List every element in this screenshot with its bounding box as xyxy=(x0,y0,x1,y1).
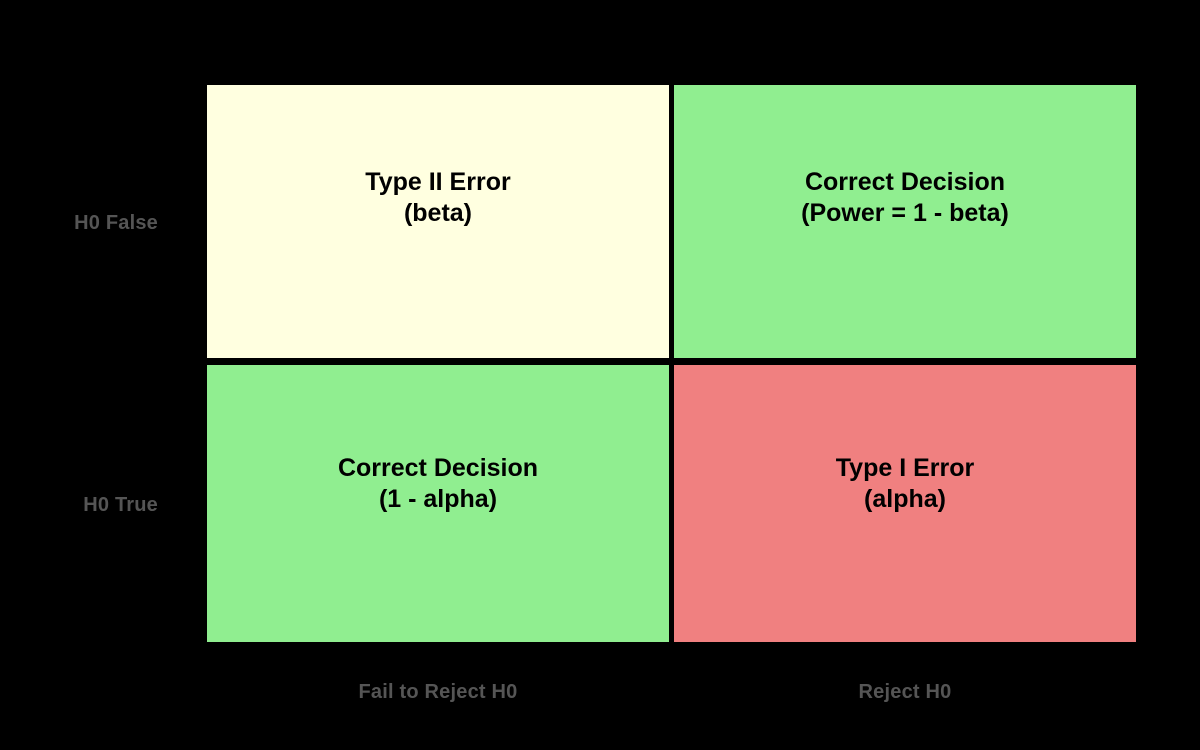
cell-correct-decision-one-minus-alpha: Correct Decision (1 - alpha) xyxy=(205,363,671,644)
cell-subtitle: (beta) xyxy=(403,198,473,227)
cell-correct-decision-power: Correct Decision (Power = 1 - beta) xyxy=(672,83,1138,360)
column-label-fail-to-reject-h0: Fail to Reject H0 xyxy=(358,681,518,703)
cell-title: Correct Decision xyxy=(337,453,539,482)
column-label-reject-h0: Reject H0 xyxy=(858,681,952,703)
cell-text-block: Correct Decision (1 - alpha) xyxy=(337,453,539,513)
cell-type-ii-error: Type II Error (beta) xyxy=(205,83,671,360)
cell-title: Correct Decision xyxy=(804,167,1006,196)
row-label-h0-false: H0 False xyxy=(74,212,158,234)
cell-text-block: Type II Error (beta) xyxy=(365,167,511,227)
cell-title: Type I Error xyxy=(835,453,975,482)
cell-subtitle: (1 - alpha) xyxy=(378,484,498,513)
cell-type-i-error: Type I Error (alpha) xyxy=(672,363,1138,644)
cell-text-block: Correct Decision (Power = 1 - beta) xyxy=(801,167,1009,227)
cell-text-block: Type I Error (alpha) xyxy=(835,453,975,513)
cell-subtitle: (Power = 1 - beta) xyxy=(801,198,1009,227)
cell-title: Type II Error xyxy=(365,167,511,196)
row-label-h0-true: H0 True xyxy=(83,494,158,516)
cell-subtitle: (alpha) xyxy=(864,484,946,513)
